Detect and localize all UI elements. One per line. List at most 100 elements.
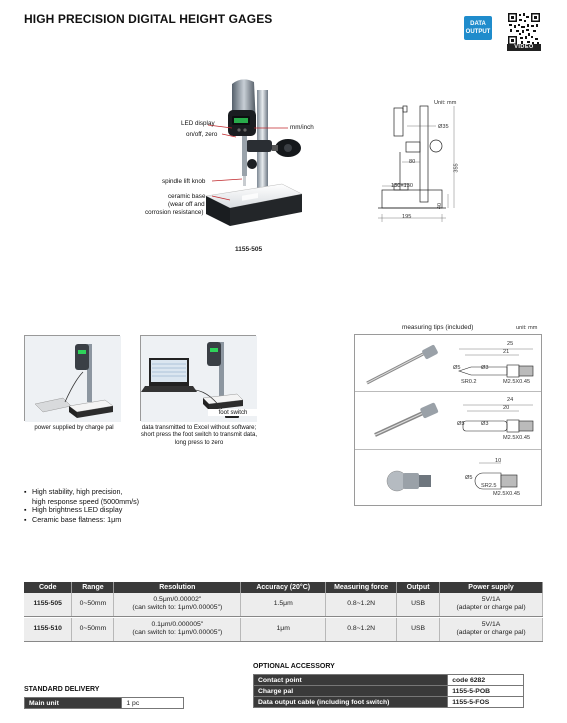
feature-item: Ceramic base flatness: 1μm bbox=[24, 515, 139, 526]
cell-power-note: (adapter or charge pal) bbox=[456, 629, 526, 637]
cell-power-main: 5V/1A bbox=[481, 621, 501, 629]
cell-range: 0~50mm bbox=[71, 593, 115, 617]
cell-measuring-force: 0.8~1.2N bbox=[325, 593, 398, 617]
col-header-code: Code bbox=[24, 582, 73, 593]
accessory-name: Contact point bbox=[252, 674, 449, 686]
caption-data-transfer-line-1: data transmitted to Excel without softwa… bbox=[141, 424, 257, 431]
tip-3-diameter: Ø5 bbox=[465, 475, 473, 481]
delivery-row: Main unit 1 pc bbox=[23, 697, 184, 709]
col-header-power-supply: Power supply bbox=[439, 582, 543, 593]
tip-3-radius: SR2.5 bbox=[481, 483, 497, 489]
cell-power-supply: 5V/1A(adapter or charge pal) bbox=[439, 618, 543, 642]
technical-drawing bbox=[378, 105, 455, 222]
callout-onoff-zero: on/off, zero bbox=[186, 131, 218, 138]
spec-table-header: Code Range Resolution Accuracy (20°C) Me… bbox=[24, 582, 543, 593]
cell-accuracy: 1.5μm bbox=[240, 593, 327, 617]
photo-data-transfer bbox=[140, 335, 257, 422]
feature-item: High stability, high precision, bbox=[24, 487, 139, 498]
tips-divider bbox=[355, 449, 541, 450]
tip-1-drawing bbox=[458, 348, 534, 378]
label-foot-switch: foot switch bbox=[208, 409, 258, 417]
col-header-measuring-force: Measuring force bbox=[325, 582, 398, 593]
cell-resolution-alt: (can switch to: 1μm/0.00005") bbox=[132, 629, 223, 637]
dim-355: 355 bbox=[453, 163, 460, 173]
tip-1-photo bbox=[366, 345, 438, 385]
dim-40: 40 bbox=[437, 202, 444, 210]
tip-1-length: 25 bbox=[507, 341, 514, 347]
col-header-resolution: Resolution bbox=[113, 582, 242, 593]
callout-ceramic-base: ceramic base bbox=[168, 193, 206, 200]
photo-charge-pal bbox=[24, 335, 121, 422]
product-illustration bbox=[205, 79, 303, 226]
tip-1-radius: SR0.2 bbox=[461, 379, 477, 385]
caption-data-transfer-line-3: long press to zero bbox=[174, 438, 224, 446]
tip-2-diameter: Ø5 bbox=[457, 421, 465, 427]
caption-data-transfer: data transmitted to Excel without softwa… bbox=[124, 424, 274, 446]
delivery-qty: 1 pc bbox=[121, 697, 184, 709]
cell-resolution: 0.5μm/0.00002"(can switch to: 1μm/0.0000… bbox=[113, 593, 242, 617]
cell-resolution: 0.1μm/0.000005"(can switch to: 1μm/0.000… bbox=[113, 618, 242, 642]
tip-1-length-inner: 21 bbox=[503, 349, 510, 355]
qr-code[interactable] bbox=[507, 12, 541, 46]
callout-ceramic-base-note: corrosion resistance) bbox=[145, 209, 204, 216]
callout-ceramic-base-note: (wear off and bbox=[168, 201, 205, 208]
accessory-code: 1155-5-POB bbox=[447, 685, 524, 697]
feature-list: High stability, high precision, high res… bbox=[24, 487, 139, 526]
tip-1-diameter: Ø5 bbox=[453, 365, 461, 371]
accessory-name: Data output cable (including foot switch… bbox=[252, 696, 449, 708]
tip-3-thread: M2.5X0.45 bbox=[493, 491, 521, 497]
drawing-unit-label: Unit: mm bbox=[434, 100, 457, 106]
tip-3-drawing bbox=[474, 462, 518, 490]
cell-measuring-force: 0.8~1.2N bbox=[325, 618, 398, 642]
cell-resolution-alt: (can switch to: 1μm/0.00005") bbox=[132, 604, 223, 612]
caption-data-transfer-line-2: short press the foot switch to transmit … bbox=[140, 431, 258, 439]
accessory-code: 1155-5-FOS bbox=[447, 696, 524, 708]
charge-pal-illustration bbox=[25, 336, 121, 422]
dim-80: 80 bbox=[409, 159, 416, 165]
dim-base: 130×130 bbox=[391, 183, 413, 189]
optional-accessory-heading: OPTIONAL ACCESSORY bbox=[253, 663, 335, 670]
tip-2-thread: M2.5X0.45 bbox=[503, 435, 531, 441]
accessory-row: Charge pal 1155-5-POB bbox=[252, 685, 524, 697]
cell-code: 1155-510 bbox=[24, 618, 73, 642]
delivery-item: Main unit bbox=[23, 697, 123, 709]
cell-power-note: (adapter or charge pal) bbox=[456, 604, 526, 612]
model-caption: 1155-505 bbox=[235, 246, 263, 253]
dim-diameter: Ø35 bbox=[438, 124, 449, 130]
caption-charge-pal: power supplied by charge pal bbox=[34, 424, 114, 431]
tips-divider bbox=[355, 391, 541, 392]
tip-3-photo bbox=[386, 470, 431, 492]
optional-accessory-table: Contact point code 6282 Charge pal 1155-… bbox=[252, 674, 524, 708]
cell-code: 1155-505 bbox=[24, 593, 73, 617]
data-output-badge: DATA OUTPUT bbox=[464, 16, 492, 40]
callout-mm-inch: mm/inch bbox=[290, 124, 314, 131]
tip-1-diameter-inner: Ø3 bbox=[481, 365, 489, 371]
table-spacer bbox=[24, 616, 543, 618]
tips-title: measuring tips (included) bbox=[402, 324, 474, 331]
table-row: 1155-510 0~50mm 0.1μm/0.000005"(can swit… bbox=[24, 618, 543, 642]
table-row: 1155-505 0~50mm 0.5μm/0.00002"(can switc… bbox=[24, 593, 543, 617]
tip-2-diameter-inner: Ø3 bbox=[481, 421, 489, 427]
callout-led-display: LED display bbox=[181, 120, 215, 127]
cell-output: USB bbox=[396, 618, 441, 642]
page-title: HIGH PRECISION DIGITAL HEIGHT GAGES bbox=[24, 12, 273, 26]
accessory-row: Data output cable (including foot switch… bbox=[252, 696, 524, 708]
cell-resolution-main: 0.1μm/0.000005" bbox=[151, 621, 204, 629]
cell-resolution-main: 0.5μm/0.00002" bbox=[153, 596, 202, 604]
accessory-name: Charge pal bbox=[252, 685, 449, 697]
spec-table: Code Range Resolution Accuracy (20°C) Me… bbox=[24, 582, 543, 642]
col-header-range: Range bbox=[71, 582, 115, 593]
feature-item: high response speed (5000mm/s) bbox=[24, 497, 139, 507]
col-header-accuracy: Accuracy (20°C) bbox=[240, 582, 327, 593]
tip-2-photo bbox=[374, 402, 439, 437]
tip-2-length: 24 bbox=[507, 397, 514, 403]
cell-range: 0~50mm bbox=[71, 618, 115, 642]
tip-2-length-inner: 20 bbox=[503, 405, 510, 411]
data-transfer-illustration bbox=[141, 336, 257, 422]
accessory-row: Contact point code 6282 bbox=[252, 674, 524, 686]
accessory-code: code 6282 bbox=[447, 674, 524, 686]
standard-delivery-table: Main unit 1 pc bbox=[23, 697, 184, 709]
cell-output: USB bbox=[396, 593, 441, 617]
callout-spindle-lift-knob: spindle lift knob bbox=[162, 178, 206, 185]
feature-item: High brightness LED display bbox=[24, 506, 139, 516]
